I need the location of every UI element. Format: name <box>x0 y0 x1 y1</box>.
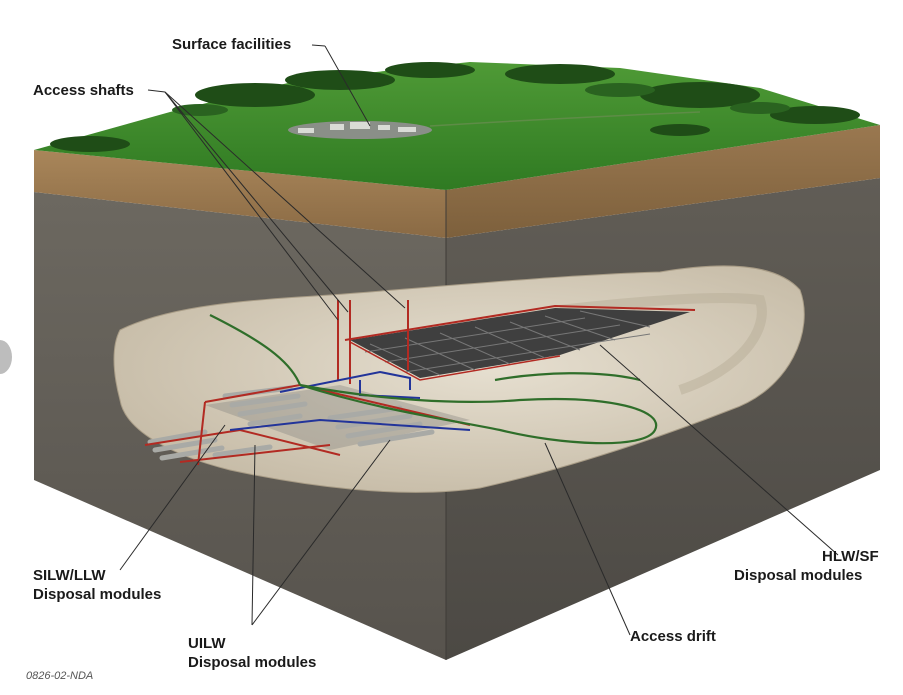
left-soil-layer <box>34 150 446 238</box>
figure-id: 0826-02-NDA <box>26 670 94 682</box>
label-silw-llw-line1: SILW/LLW <box>33 567 106 584</box>
hlw-sf-disposal-area <box>344 304 696 381</box>
label-uilw: UILW Disposal modules <box>188 634 316 672</box>
label-surface-facilities: Surface facilities <box>172 36 292 53</box>
label-access-drift: Access drift <box>630 628 716 645</box>
label-uilw-line2: Disposal modules <box>188 654 317 671</box>
label-silw-llw-line2: Disposal modules <box>33 586 162 603</box>
side-scroll-handle[interactable] <box>0 340 12 374</box>
label-silw-llw: SILW/LLW Disposal modules <box>33 566 161 604</box>
surface-facility-site <box>288 121 432 139</box>
label-hlw-sf-line1: HLW/SF <box>822 548 879 565</box>
ground-surface <box>34 62 880 190</box>
label-hlw-sf-line2: Disposal modules <box>734 567 863 584</box>
access-shafts <box>337 300 409 384</box>
leader-lines <box>119 44 839 636</box>
label-uilw-line1: UILW <box>188 635 226 652</box>
access-drift <box>209 314 658 445</box>
right-soil-layer <box>446 125 880 238</box>
label-access-shafts: Access shafts <box>33 82 134 99</box>
label-hlw-sf: HLW/SF Disposal modules <box>734 547 879 585</box>
ilw-llw-disposal-area <box>144 370 471 466</box>
